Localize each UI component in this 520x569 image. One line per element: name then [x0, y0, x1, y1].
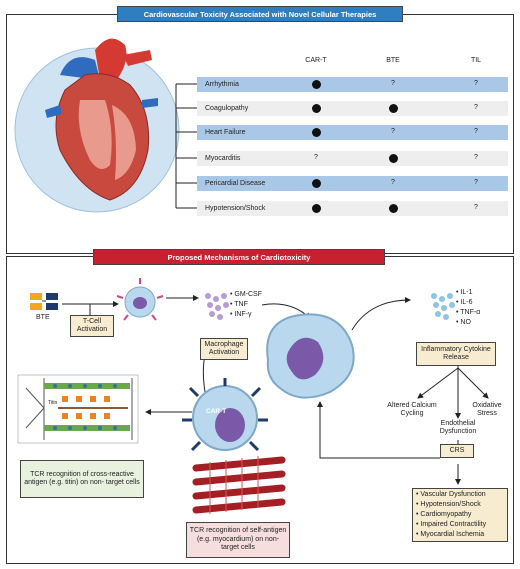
- crs-outcome: • Hypotension/Shock: [416, 501, 481, 508]
- crs-outcomes-box: [412, 488, 508, 542]
- tcell-activation-box: T-Cell Activation: [70, 315, 114, 337]
- macrophage-activation-box: Macrophage Activation: [200, 338, 248, 360]
- cytokine-a-2: • TNF: [230, 301, 248, 308]
- row-label: Heart Failure: [205, 129, 246, 136]
- car-t-label: CAR-T: [206, 408, 227, 415]
- oxidative-stress-label: Oxidative Stress: [472, 402, 502, 418]
- bte-label: BTE: [36, 314, 50, 321]
- cytokine-a-3: • INF-γ: [230, 311, 252, 318]
- unknown-mark: ?: [474, 104, 478, 111]
- unknown-mark: ?: [474, 154, 478, 161]
- table-row: Hypotension/Shock ?: [197, 201, 508, 216]
- inflammatory-release-box: Inflammatory Cytokine Release: [416, 342, 496, 366]
- table-row: Heart Failure ? ?: [197, 125, 508, 140]
- present-dot: [389, 154, 398, 163]
- crs-outcome: • Impaired Contractility: [416, 521, 487, 528]
- row-label: Coagulopathy: [205, 105, 249, 112]
- col-header-til: TIL: [470, 57, 482, 64]
- cytokine-b-3: • TNF-α: [456, 309, 481, 316]
- table-row: Arrhythmia ? ?: [197, 77, 508, 92]
- table-row: Pericardial Disease ? ?: [197, 176, 508, 191]
- top-title: Cardiovascular Toxicity Associated with …: [117, 6, 403, 22]
- table-row: Myocarditis ? ?: [197, 151, 508, 166]
- cytokine-b-4: • NO: [456, 319, 471, 326]
- titin-label: Titin: [48, 400, 58, 406]
- bottom-title: Proposed Mechanisms of Cardiotoxicity: [93, 249, 385, 265]
- unknown-mark: ?: [391, 179, 395, 186]
- crs-outcome: • Vascular Dysfunction: [416, 491, 486, 498]
- tcr-titin-box: TCR recognition of cross-reactive antige…: [20, 460, 144, 498]
- present-dot: [312, 128, 321, 137]
- crs-box: CRS: [440, 444, 474, 458]
- crs-outcome: • Myocardial Ischemia: [416, 531, 485, 538]
- row-label: Arrhythmia: [205, 81, 239, 88]
- cytokine-a-1: • GM-CSF: [230, 291, 263, 298]
- col-header-car-t: CAR-T: [305, 57, 327, 64]
- cytokine-b-1: • IL-1: [456, 289, 473, 296]
- row-label: Myocarditis: [205, 155, 241, 162]
- unknown-mark: ?: [391, 128, 395, 135]
- endothelial-label: Endothelial Dysfunction: [439, 420, 477, 436]
- tcr-self-box: TCR recognition of self-antigen (e.g. my…: [186, 522, 290, 558]
- unknown-mark: ?: [474, 128, 478, 135]
- present-dot: [312, 204, 321, 213]
- row-label: Pericardial Disease: [205, 180, 266, 187]
- altered-calcium-label: Altered Calcium Cycling: [387, 402, 437, 418]
- unknown-mark: ?: [314, 154, 318, 161]
- present-dot: [312, 179, 321, 188]
- cytokine-b-2: • IL-6: [456, 299, 473, 306]
- present-dot: [389, 204, 398, 213]
- present-dot: [312, 104, 321, 113]
- unknown-mark: ?: [474, 179, 478, 186]
- col-header-bte: BTE: [386, 57, 400, 64]
- table-row: Coagulopathy ?: [197, 101, 508, 116]
- unknown-mark: ?: [391, 80, 395, 87]
- unknown-mark: ?: [474, 80, 478, 87]
- crs-outcome: • Cardiomyopathy: [416, 511, 472, 518]
- present-dot: [389, 104, 398, 113]
- present-dot: [312, 80, 321, 89]
- unknown-mark: ?: [474, 204, 478, 211]
- row-label: Hypotension/Shock: [205, 205, 266, 212]
